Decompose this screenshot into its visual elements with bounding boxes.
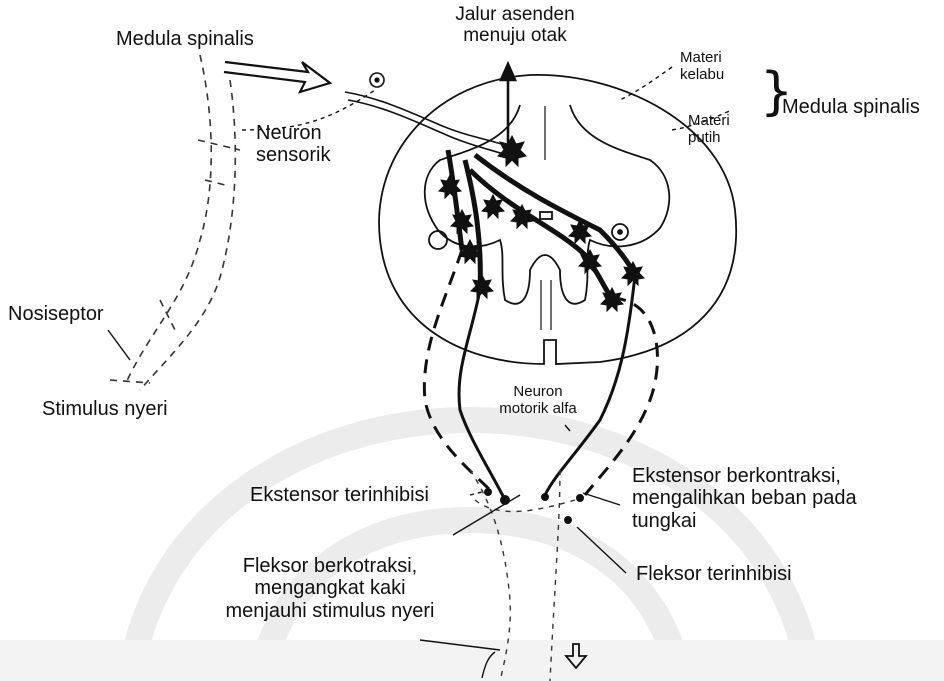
label-materi-kelabu-line1: Materi (680, 50, 724, 67)
leg-sketch (110, 55, 240, 390)
label-materi-kelabu: Materi kelabu (680, 50, 724, 84)
label-fleksor-berkotraksi: Fleksor berkotraksi, mengangkat kaki men… (205, 555, 455, 622)
label-neuron-sensorik: Neuron sensorik (256, 122, 330, 167)
label-stimulus-nyeri: Stimulus nyeri (42, 398, 168, 420)
label-neuron-motorik-alfa: Neuron motorik alfa (478, 384, 598, 418)
label-nosiseptor: Nosiseptor (8, 303, 104, 325)
label-ekstensor-berkontraksi: Ekstensor berkontraksi, mengalihkan beba… (632, 465, 857, 532)
label-fleksor-terinhibisi: Fleksor terinhibisi (636, 563, 792, 585)
label-medula-spinalis-top: Medula spinalis (116, 28, 254, 50)
label-neuron-motorik-line1: Neuron (478, 384, 598, 401)
label-neuron-sensorik-line2: sensorik (256, 144, 330, 166)
pointing-arrow-icon (224, 62, 330, 92)
label-fleksor-berkotraksi-line3: menjauhi stimulus nyeri (205, 600, 455, 622)
label-materi-putih: Materi putih (688, 113, 730, 147)
label-jalur-asenden-line2: menuju otak (440, 25, 590, 46)
label-medula-spinalis-right: Medula spinalis (782, 96, 920, 118)
label-jalur-asenden-line1: Jalur asenden (440, 4, 590, 25)
label-jalur-asenden: Jalur asenden menuju otak (440, 4, 590, 47)
label-ekstensor-terinhibisi: Ekstensor terinhibisi (250, 484, 429, 506)
label-materi-putih-line2: putih (688, 130, 730, 147)
watermark-seal (0, 420, 944, 681)
spinal-cord-section (379, 75, 736, 364)
interneuron-paths (448, 150, 635, 298)
label-materi-putih-line1: Materi (688, 113, 730, 130)
label-fleksor-berkotraksi-line2: mengangkat kaki (205, 577, 455, 599)
label-ekstensor-berkontraksi-line3: tungkai (632, 510, 857, 532)
label-ekstensor-berkontraksi-line1: Ekstensor berkontraksi, (632, 465, 857, 487)
label-materi-kelabu-line2: kelabu (680, 67, 724, 84)
label-neuron-motorik-line2: motorik alfa (478, 401, 598, 418)
label-ekstensor-berkontraksi-line2: mengalihkan beban pada (632, 487, 857, 509)
label-neuron-sensorik-line1: Neuron (256, 122, 330, 144)
label-fleksor-berkotraksi-line1: Fleksor berkotraksi, (205, 555, 455, 577)
ascending-pathway (501, 64, 515, 148)
